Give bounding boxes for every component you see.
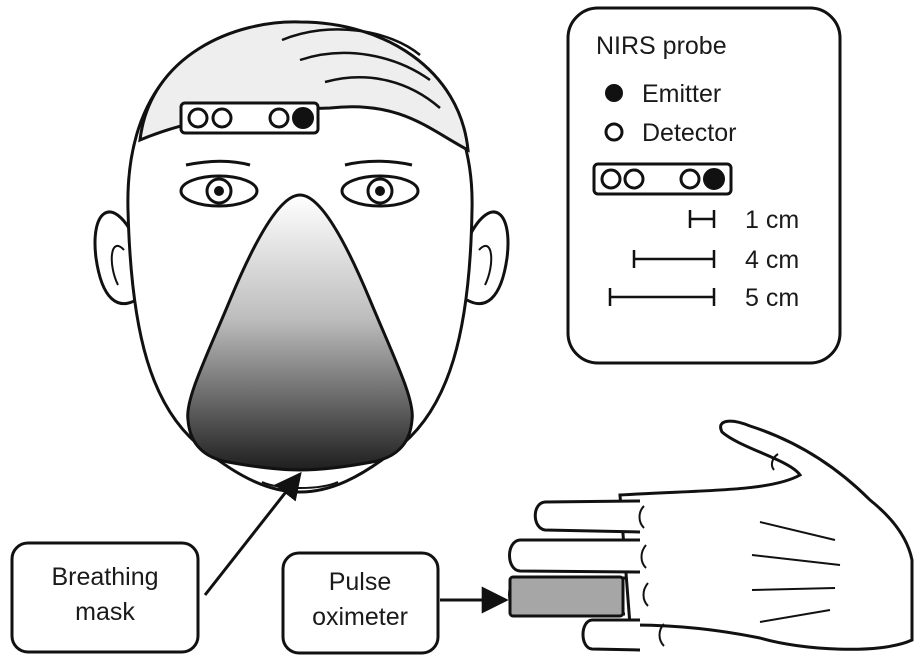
forehead-nirs-probe (181, 103, 318, 133)
distance-label-1: 1 cm (745, 206, 799, 234)
right-pupil (375, 186, 385, 196)
distance-label-3: 5 cm (745, 284, 799, 312)
head (95, 22, 508, 492)
breathing-mask-label-line1: Breathing (51, 563, 158, 591)
forehead-detector-3 (270, 109, 288, 127)
pulse-oximeter-callout: Pulse oximeter (283, 553, 506, 653)
forehead-detector-2 (213, 109, 231, 127)
breathing-mask-label-line2: mask (75, 598, 135, 626)
breathing-mask-callout: Breathing mask (12, 474, 300, 652)
legend-box: NIRS probe Emitter Detector 1 cm 4 cm 5 … (568, 8, 840, 363)
middle-finger (510, 540, 641, 572)
forehead-emitter (293, 108, 313, 128)
legend-title: NIRS probe (596, 32, 727, 60)
hand-palm (620, 421, 912, 649)
detector-label: Detector (642, 119, 736, 147)
index-finger (535, 501, 640, 532)
legend-probe-emitter (704, 169, 724, 189)
legend-probe-detector-3 (681, 170, 699, 188)
distance-label-2: 4 cm (745, 246, 799, 274)
pulse-oximeter-device (510, 577, 623, 616)
pulse-oximeter-label-line2: oximeter (312, 603, 408, 631)
emitter-label: Emitter (642, 80, 721, 108)
right-ear (467, 212, 508, 304)
emitter-symbol-icon (605, 84, 623, 102)
left-pupil (214, 186, 224, 196)
legend-probe-detector-1 (602, 170, 620, 188)
legend-probe-detector-2 (625, 170, 643, 188)
little-finger (583, 620, 640, 650)
pulse-oximeter-label-line1: Pulse (329, 568, 392, 596)
forehead-detector-1 (189, 109, 207, 127)
detector-symbol-icon (606, 124, 622, 140)
